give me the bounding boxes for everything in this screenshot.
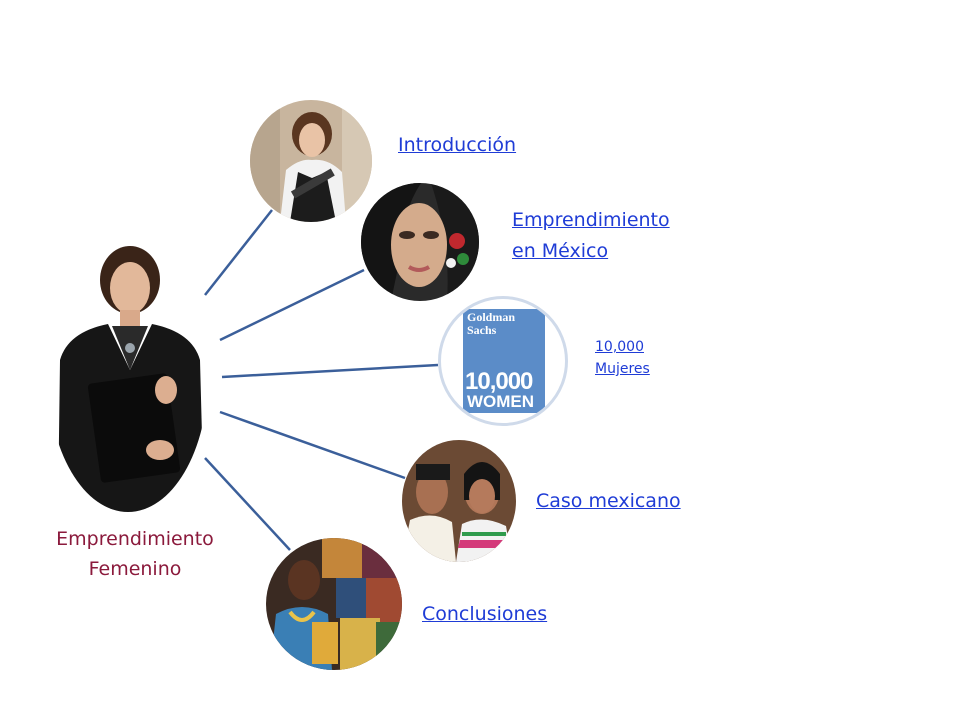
logo-10000: 10,000 — [465, 368, 533, 395]
hub-caption: Emprendimiento Femenino — [30, 524, 240, 584]
office-woman-photo-icon[interactable] — [250, 100, 372, 222]
market-vendor-photo-icon[interactable] — [266, 538, 402, 670]
link-caso-mexicano-label[interactable]: Caso mexicano — [536, 490, 681, 512]
goldman-sachs-10000-women-logo-icon[interactable]: Goldman Sachs 10,000 WOMEN — [438, 296, 568, 426]
hub-caption-line2: Femenino — [88, 558, 182, 580]
logo-sachs: Sachs — [467, 323, 497, 337]
logo-women: WOMEN — [467, 392, 535, 411]
businesswoman-photo-icon — [48, 240, 208, 512]
link-10000-mujeres-line2[interactable]: Mujeres — [595, 361, 650, 377]
link-introduccion-label[interactable]: Introducción — [398, 134, 517, 156]
goldman-sachs-logo-box: Goldman Sachs 10,000 WOMEN — [463, 309, 545, 413]
logo-goldman: Goldman — [467, 310, 516, 324]
hub-caption-line1: Emprendimiento — [56, 528, 214, 550]
link-emprendimiento-mexico[interactable]: Emprendimiento en México — [512, 205, 670, 267]
connector-10000-mujeres — [221, 363, 439, 379]
indigenous-women-photo-icon[interactable] — [402, 440, 516, 562]
connector-emprendimiento-mexico — [219, 268, 365, 342]
link-emprendimiento-mexico-line2[interactable]: en México — [512, 240, 609, 262]
woman-face-photo-icon[interactable] — [361, 183, 479, 301]
link-conclusiones-label[interactable]: Conclusiones — [422, 603, 548, 625]
link-10000-mujeres[interactable]: 10,000 Mujeres — [595, 336, 650, 380]
connector-conclusiones — [204, 457, 291, 551]
link-10000-mujeres-line1[interactable]: 10,000 — [595, 339, 644, 355]
link-introduccion[interactable]: Introducción — [398, 130, 516, 161]
connector-introduccion — [204, 209, 273, 296]
link-caso-mexicano[interactable]: Caso mexicano — [536, 486, 681, 517]
link-emprendimiento-mexico-line1[interactable]: Emprendimiento — [512, 209, 670, 231]
link-conclusiones[interactable]: Conclusiones — [422, 599, 547, 630]
connector-caso-mexicano — [219, 410, 406, 480]
